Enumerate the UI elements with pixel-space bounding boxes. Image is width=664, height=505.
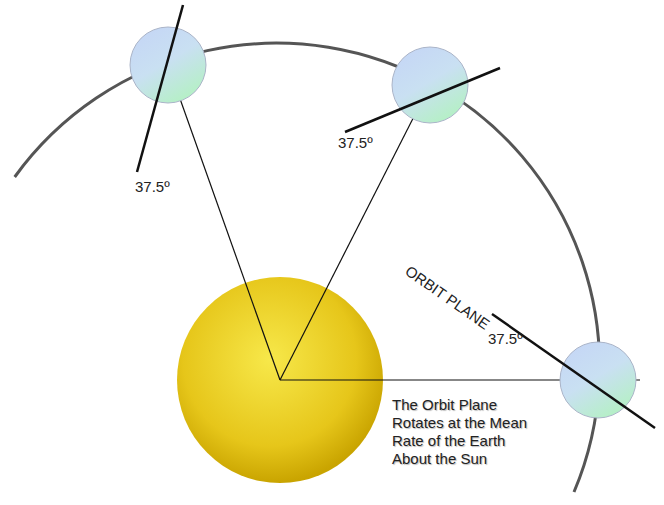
sun-earth-line xyxy=(168,65,280,380)
earths xyxy=(130,27,636,418)
orbit-plane-line xyxy=(345,68,500,132)
orbit-path xyxy=(15,43,600,492)
earth xyxy=(130,27,206,103)
angle-label: 37.5º xyxy=(135,178,170,196)
angle-label: 37.5º xyxy=(488,330,523,348)
orbit-plane-label: ORBIT PLANE xyxy=(402,262,493,333)
angle-label: 37.5º xyxy=(338,134,373,152)
caption-note: The Orbit Plane Rotates at the Mean Rate… xyxy=(392,396,542,468)
orbit-plane-line xyxy=(137,5,183,172)
sun-earth-line xyxy=(280,85,430,380)
